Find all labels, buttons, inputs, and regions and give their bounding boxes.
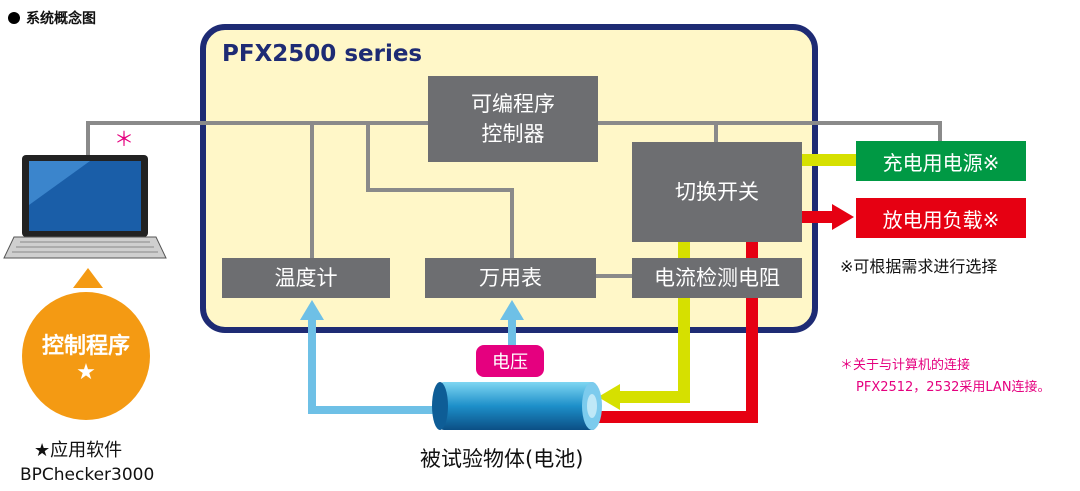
software-name: BPChecker3000 <box>20 465 155 485</box>
star-icon: ★ <box>76 359 96 385</box>
programmable-controller-box: 可编程序 控制器 <box>428 76 598 162</box>
software-label: ★应用软件 <box>34 440 123 461</box>
lan-note-line1: ＊关于与计算机的连接 <box>840 358 971 373</box>
lan-note-line2: PFX2512，2532采用LAN连接。 <box>856 380 1051 395</box>
discharge-load-box: 放电用负载※ <box>856 198 1026 238</box>
battery-yellow-arrowhead <box>598 384 620 410</box>
control-program-circle: 控制程序 ★ <box>22 292 150 420</box>
thermometer-box: 温度计 <box>222 258 390 298</box>
lan-note: ＊关于与计算机的连接 PFX2512，2532采用LAN连接。 <box>840 355 1051 399</box>
voltage-label: 电压 <box>476 345 544 377</box>
battery-red-line <box>596 242 758 423</box>
laptop-icon <box>3 155 167 259</box>
switch-box: 切换开关 <box>632 142 802 242</box>
optional-note: ※可根据需求进行选择 <box>840 257 998 276</box>
battery-icon <box>432 382 602 430</box>
control-program-label: 控制程序 <box>41 333 130 359</box>
multimeter-box: 万用表 <box>425 258 596 298</box>
discharge-arrowhead <box>832 204 854 230</box>
thermo-arrowhead <box>300 300 324 320</box>
thermo-arrow-line <box>308 318 440 414</box>
bullet-icon <box>8 12 20 24</box>
pc-asterisk: ＊ <box>114 127 134 151</box>
diagram-title: 系统概念图 <box>8 8 96 28</box>
series-name: PFX2500 series <box>222 41 423 67</box>
charge-supply-box: 充电用电源※ <box>856 141 1026 181</box>
diagram-title-text: 系统概念图 <box>26 11 96 27</box>
meter-arrowhead <box>500 300 524 320</box>
current-sense-resistor-box: 电流检测电阻 <box>632 258 802 298</box>
up-arrow-icon <box>73 268 103 288</box>
battery-label: 被试验物体(电池) <box>420 447 584 471</box>
